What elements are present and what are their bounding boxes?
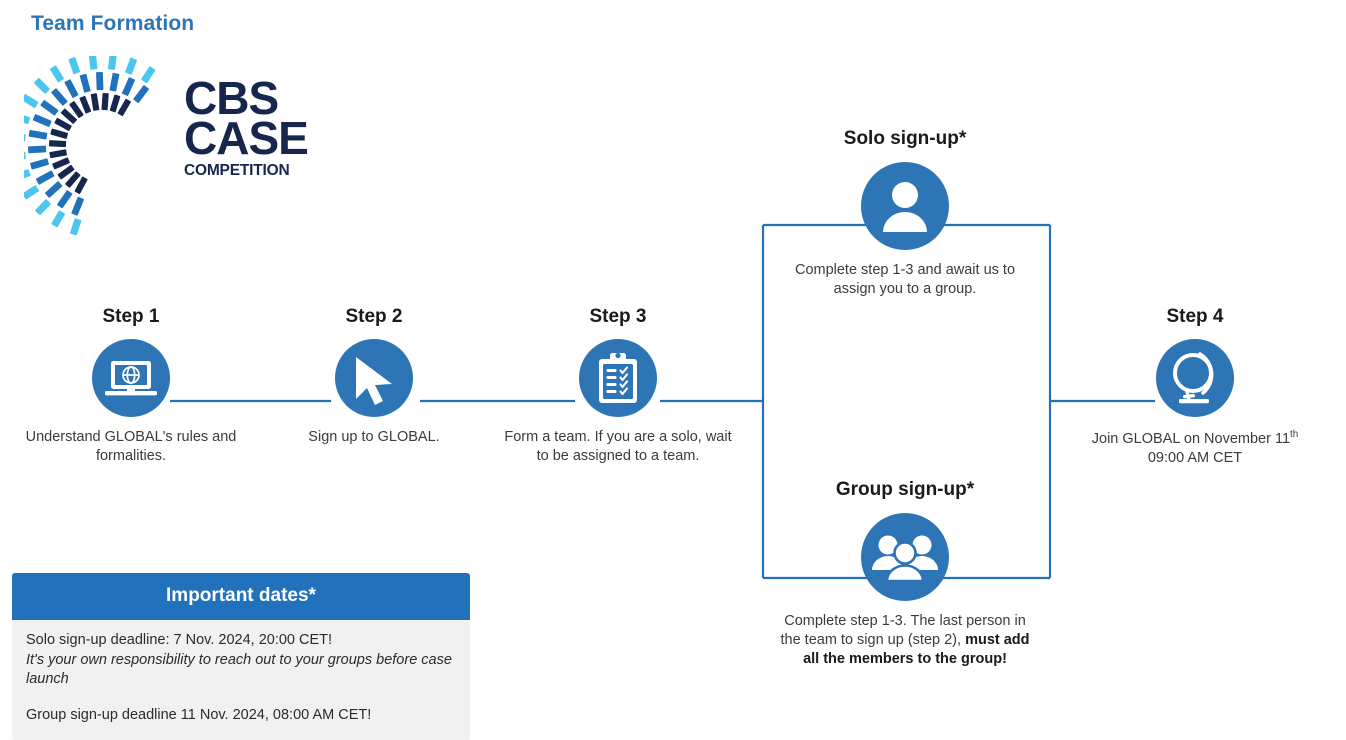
group-title: Group sign-up*: [835, 479, 975, 500]
solo-icon-circle: [861, 162, 949, 250]
step-4-caption-line2: 09:00 AM CET: [1147, 449, 1243, 466]
laptop-globe-icon: [105, 361, 157, 396]
step-3-title: Step 3: [589, 306, 647, 327]
logo-line-cbs: CBS: [184, 72, 279, 124]
step-2-icon-circle: [335, 339, 413, 417]
step-2-caption: Sign up to GLOBAL.: [308, 429, 440, 445]
burst-logo-icon: [24, 56, 156, 236]
step-4-caption-line1: Join GLOBAL on November 11: [1091, 430, 1291, 447]
branch-node-solo: Solo sign-up* Complete step 1-3 and awai…: [782, 128, 1028, 299]
important-dates-box: Important dates* Solo sign-up deadline: …: [12, 573, 470, 740]
group-deadline-text: Group sign-up deadline 11 Nov. 2024, 08:…: [26, 706, 372, 723]
logo-wordmark: CBS CASE COMPETITION: [184, 72, 309, 179]
solo-caption: Complete step 1-3 and await us to assign…: [794, 262, 1016, 298]
three-people-icon: [872, 535, 938, 583]
step-2-title: Step 2: [345, 306, 403, 327]
step-1-caption: Understand GLOBAL's rules and formalitie…: [25, 429, 237, 465]
logo-line-competition: COMPETITION: [184, 161, 290, 179]
group-caption: Complete step 1-3. The last person in th…: [780, 612, 1030, 669]
logo-line-case: CASE: [184, 112, 309, 165]
step-1-title: Step 1: [102, 306, 160, 327]
step-3-icon-circle: [579, 339, 657, 417]
step-3-caption: Form a team. If you are a solo, wait to …: [504, 429, 732, 465]
solo-deadline-text: Solo sign-up deadline: 7 Nov. 2024, 20:0…: [26, 632, 333, 648]
solo-deadline-note: It's your own responsibility to reach ou…: [26, 651, 452, 687]
step-node-4: Step 4 Join GLOBAL on November 11th 09:00…: [1072, 306, 1318, 468]
step-1-icon-circle: [92, 339, 170, 417]
step-4-title: Step 4: [1166, 306, 1224, 327]
step-4-caption-superscript: th: [1290, 429, 1299, 440]
group-caption-part1: Complete step 1-3. The last person in th…: [780, 613, 1026, 649]
step-4-icon-circle: [1156, 339, 1234, 417]
important-dates-body: Solo sign-up deadline: 7 Nov. 2024, 20:0…: [12, 620, 470, 740]
dates-spacer: [26, 689, 456, 706]
important-dates-header: Important dates*: [12, 573, 470, 620]
group-icon-circle: [861, 513, 949, 601]
single-person-icon: [883, 182, 927, 232]
page-title: Team Formation: [31, 12, 195, 35]
clipboard-checklist-icon: [599, 352, 637, 403]
step-node-3: Step 3 Form: [503, 306, 733, 466]
branch-node-group: Group sign-up* Complete step 1-3. The la…: [780, 479, 1030, 669]
cursor-arrow-icon: [356, 357, 392, 405]
solo-title: Solo sign-up*: [843, 128, 967, 149]
cbs-case-competition-logo: CBS CASE COMPETITION: [24, 56, 309, 236]
step-node-1: Step 1 Understand GLOBAL's rules and for…: [8, 306, 254, 466]
step-node-2: Step 2 Sign up to GLOBAL.: [268, 306, 480, 447]
step-4-caption: Join GLOBAL on November 11th 09:00 AM CET: [1072, 428, 1318, 468]
group-caption-bold: must add all the members to the group!: [803, 632, 1030, 668]
desk-globe-icon: [1173, 352, 1214, 404]
